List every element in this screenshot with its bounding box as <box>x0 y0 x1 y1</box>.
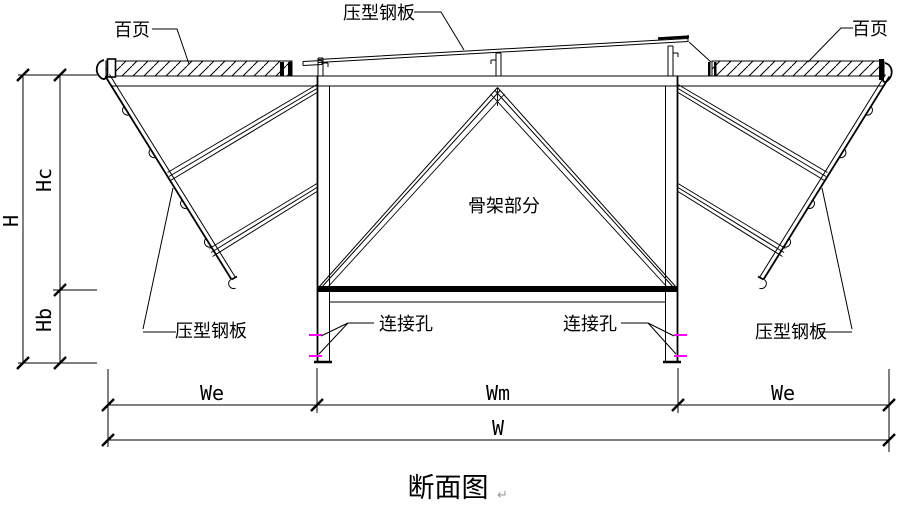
right-louver-cap <box>879 59 884 80</box>
right-louver-start-bar2 <box>714 62 717 76</box>
right-wing-panel <box>757 74 891 290</box>
h-dimension-line <box>22 75 61 363</box>
left-column <box>314 76 332 364</box>
roof-plate-left-stub <box>302 60 323 66</box>
height-dimension-ticks <box>16 68 67 370</box>
truss-diagonal-right <box>494 87 677 289</box>
truss-diagonal-left <box>318 87 501 289</box>
label-panel-left: 压型钢板 <box>175 321 247 341</box>
panel-right-leader <box>820 187 853 333</box>
louver-left-leader <box>152 28 190 65</box>
bottom-width-dimensions: We Wm We W <box>101 368 896 452</box>
roof-plate-clip-right <box>667 45 679 76</box>
right-louver-start-bar <box>708 62 711 76</box>
width-dimension-ticks <box>101 398 896 447</box>
dim-label-Hc: Hc <box>32 168 56 192</box>
bottom-beam <box>317 286 678 303</box>
roof-plate-clip-center <box>490 52 502 76</box>
hole-right-leader <box>621 322 677 355</box>
dim-label-H: H <box>0 215 23 227</box>
dim-label-Hb: Hb <box>32 308 56 332</box>
top-beam <box>106 75 884 87</box>
louver-right-leader <box>807 27 853 63</box>
left-wing-panel <box>104 74 238 290</box>
right-column <box>663 76 681 364</box>
left-louver-curl <box>95 59 107 80</box>
roof-plate <box>302 35 712 76</box>
left-height-dimensions: H Hc Hb <box>0 68 97 370</box>
label-frame-center: 骨架部分 <box>468 196 540 216</box>
left-braces <box>167 84 318 257</box>
right-braces <box>677 84 828 257</box>
dim-label-Wm: Wm <box>486 381 510 405</box>
label-louver-left: 百页 <box>114 20 150 40</box>
leader-lines <box>142 11 853 355</box>
hole-left-leader <box>318 322 374 355</box>
height-extension-lines <box>18 74 97 364</box>
left-louver-end-bar <box>280 62 284 76</box>
left-louver-end-bar2 <box>288 62 292 76</box>
dim-label-We-left: We <box>200 381 224 405</box>
paragraph-mark: ↵ <box>497 487 508 502</box>
panel-left-leader <box>142 187 176 333</box>
label-hole-left: 连接孔 <box>379 314 433 334</box>
label-louver-right: 百页 <box>852 19 888 39</box>
connection-holes <box>309 334 687 357</box>
left-panel-corrugation-bumps <box>122 105 236 290</box>
roof-plate-clip-left <box>317 57 329 76</box>
right-panel-corrugation-bumps <box>759 105 873 290</box>
truss <box>318 87 677 289</box>
dim-label-We-right: We <box>771 381 795 405</box>
label-hole-right: 连接孔 <box>563 314 617 334</box>
label-roof-plate: 压型钢板 <box>343 3 415 23</box>
left-louver-cap <box>106 58 117 78</box>
roof-plate-leader <box>414 11 465 51</box>
width-extension-lines <box>107 368 890 452</box>
drawing-title: 断面图 <box>408 473 489 503</box>
width-dimension-lines <box>108 404 889 441</box>
label-panel-right: 压型钢板 <box>755 322 827 342</box>
dim-label-W: W <box>492 416 505 440</box>
roof-plate-right-cap <box>657 35 690 40</box>
right-louver <box>708 59 893 83</box>
roof-plate-end-strut <box>688 41 712 63</box>
left-louver <box>95 58 293 80</box>
